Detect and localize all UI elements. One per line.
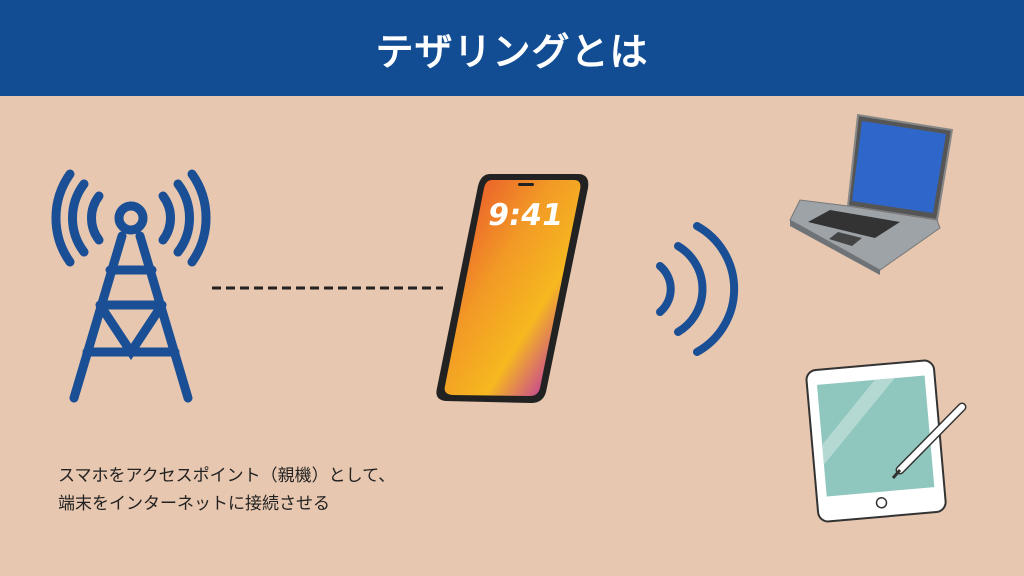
page-title: テザリングとは	[375, 29, 649, 74]
smartphone-icon	[436, 174, 589, 403]
laptop-icon	[789, 113, 954, 275]
header-bar: テザリングとは	[0, 0, 1024, 96]
wifi-signal-icon	[656, 222, 739, 356]
caption: スマホをアクセスポイント（親機）として、 端末をインターネットに接続させる	[58, 462, 395, 518]
stylus-icon	[891, 402, 967, 479]
caption-line-2: 端末をインターネットに接続させる	[58, 494, 330, 514]
cell-tower-icon	[51, 169, 211, 403]
phone-clock: 9:41	[484, 198, 566, 233]
caption-line-1: スマホをアクセスポイント（親機）として、	[58, 466, 396, 486]
